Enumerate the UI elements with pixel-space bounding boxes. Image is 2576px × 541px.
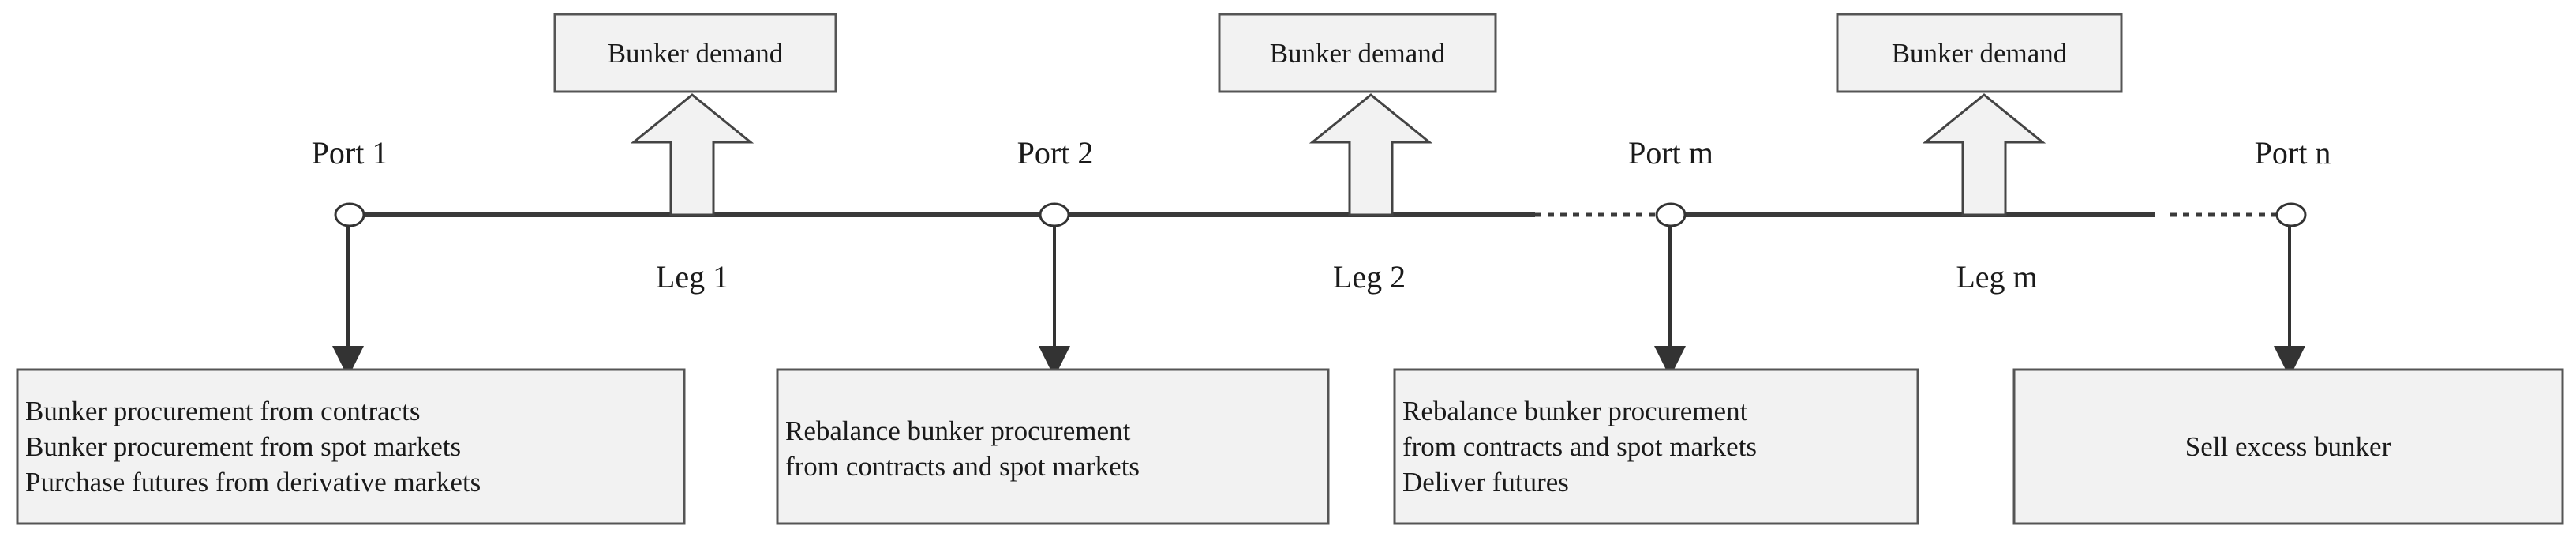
demand-arrow-3 — [1922, 93, 2046, 216]
leg-label-2: Leg 2 — [1333, 259, 1406, 295]
action-text-line: Deliver futures — [1402, 467, 1569, 498]
action-text-line: Rebalance bunker procurement — [785, 415, 1131, 446]
action-text-line: Bunker procurement from spot markets — [25, 431, 461, 462]
demand-box-label: Bunker demand — [1270, 38, 1446, 69]
port-label-1: Port 1 — [312, 135, 388, 171]
action-text-line: Bunker procurement from contracts — [25, 396, 421, 426]
action-text-line: from contracts and spot markets — [785, 451, 1140, 482]
action-text-line: Purchase futures from derivative markets — [25, 467, 481, 498]
port-node-m — [1655, 202, 1687, 227]
action-box-port-1: Bunker procurement from contracts Bunker… — [16, 368, 686, 525]
action-box-port-2: Rebalance bunker procurement from contra… — [776, 368, 1330, 525]
demand-box-label: Bunker demand — [608, 38, 784, 69]
demand-box-2: Bunker demand — [1218, 13, 1497, 93]
leg-label-m: Leg m — [1956, 259, 2037, 295]
action-text-line: Sell excess bunker — [2185, 431, 2391, 462]
port-node-1 — [334, 202, 365, 227]
demand-arrow-1 — [630, 93, 754, 216]
port-label-m: Port m — [1628, 135, 1713, 171]
leg-label-1: Leg 1 — [656, 259, 728, 295]
demand-box-3: Bunker demand — [1836, 13, 2123, 93]
demand-box-1: Bunker demand — [553, 13, 837, 93]
port-node-2 — [1039, 202, 1070, 227]
port-label-n: Port n — [2255, 135, 2331, 171]
action-text-line: from contracts and spot markets — [1402, 431, 1757, 462]
demand-arrow-2 — [1309, 93, 1433, 216]
action-box-port-m: Rebalance bunker procurement from contra… — [1393, 368, 1919, 525]
port-node-n — [2275, 202, 2307, 227]
action-box-port-n: Sell excess bunker — [2012, 368, 2564, 525]
port-label-2: Port 2 — [1017, 135, 1094, 171]
demand-box-label: Bunker demand — [1892, 38, 2068, 69]
action-text-line: Rebalance bunker procurement — [1402, 396, 1748, 426]
